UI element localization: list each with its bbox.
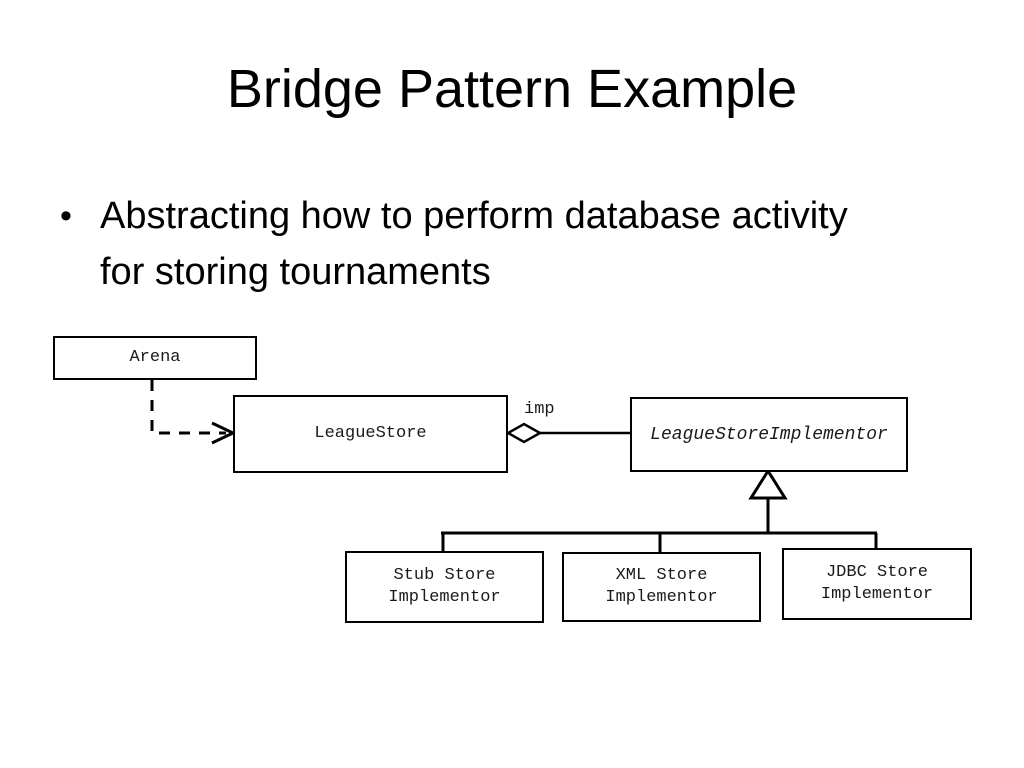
page-title: Bridge Pattern Example bbox=[226, 59, 798, 119]
class-box-stub-store-implementor[interactable]: Stub Store Implementor bbox=[345, 551, 544, 623]
class-box-xml-store-implementor[interactable]: XML Store Implementor bbox=[562, 552, 761, 622]
bullet-list: • Abstracting how to perform database ac… bbox=[60, 188, 940, 300]
class-box-leaguestore[interactable]: LeagueStore bbox=[233, 395, 508, 473]
aggregation-diamond-icon bbox=[505, 422, 543, 444]
class-box-arena[interactable]: Arena bbox=[53, 336, 257, 380]
bullet-item-text: Abstracting how to perform database acti… bbox=[100, 195, 848, 293]
edge-label-imp: imp bbox=[524, 400, 555, 419]
dependency-arrowhead-icon bbox=[211, 421, 237, 445]
bullet-marker-icon: • bbox=[60, 197, 72, 235]
class-box-jdbc-store-implementor[interactable]: JDBC Store Implementor bbox=[782, 548, 972, 620]
dependency-line-arena-leaguestore bbox=[150, 380, 226, 435]
class-box-leaguestoreimplementor[interactable]: LeagueStoreImplementor bbox=[630, 397, 908, 472]
generalization-triangle-icon bbox=[748, 468, 788, 500]
